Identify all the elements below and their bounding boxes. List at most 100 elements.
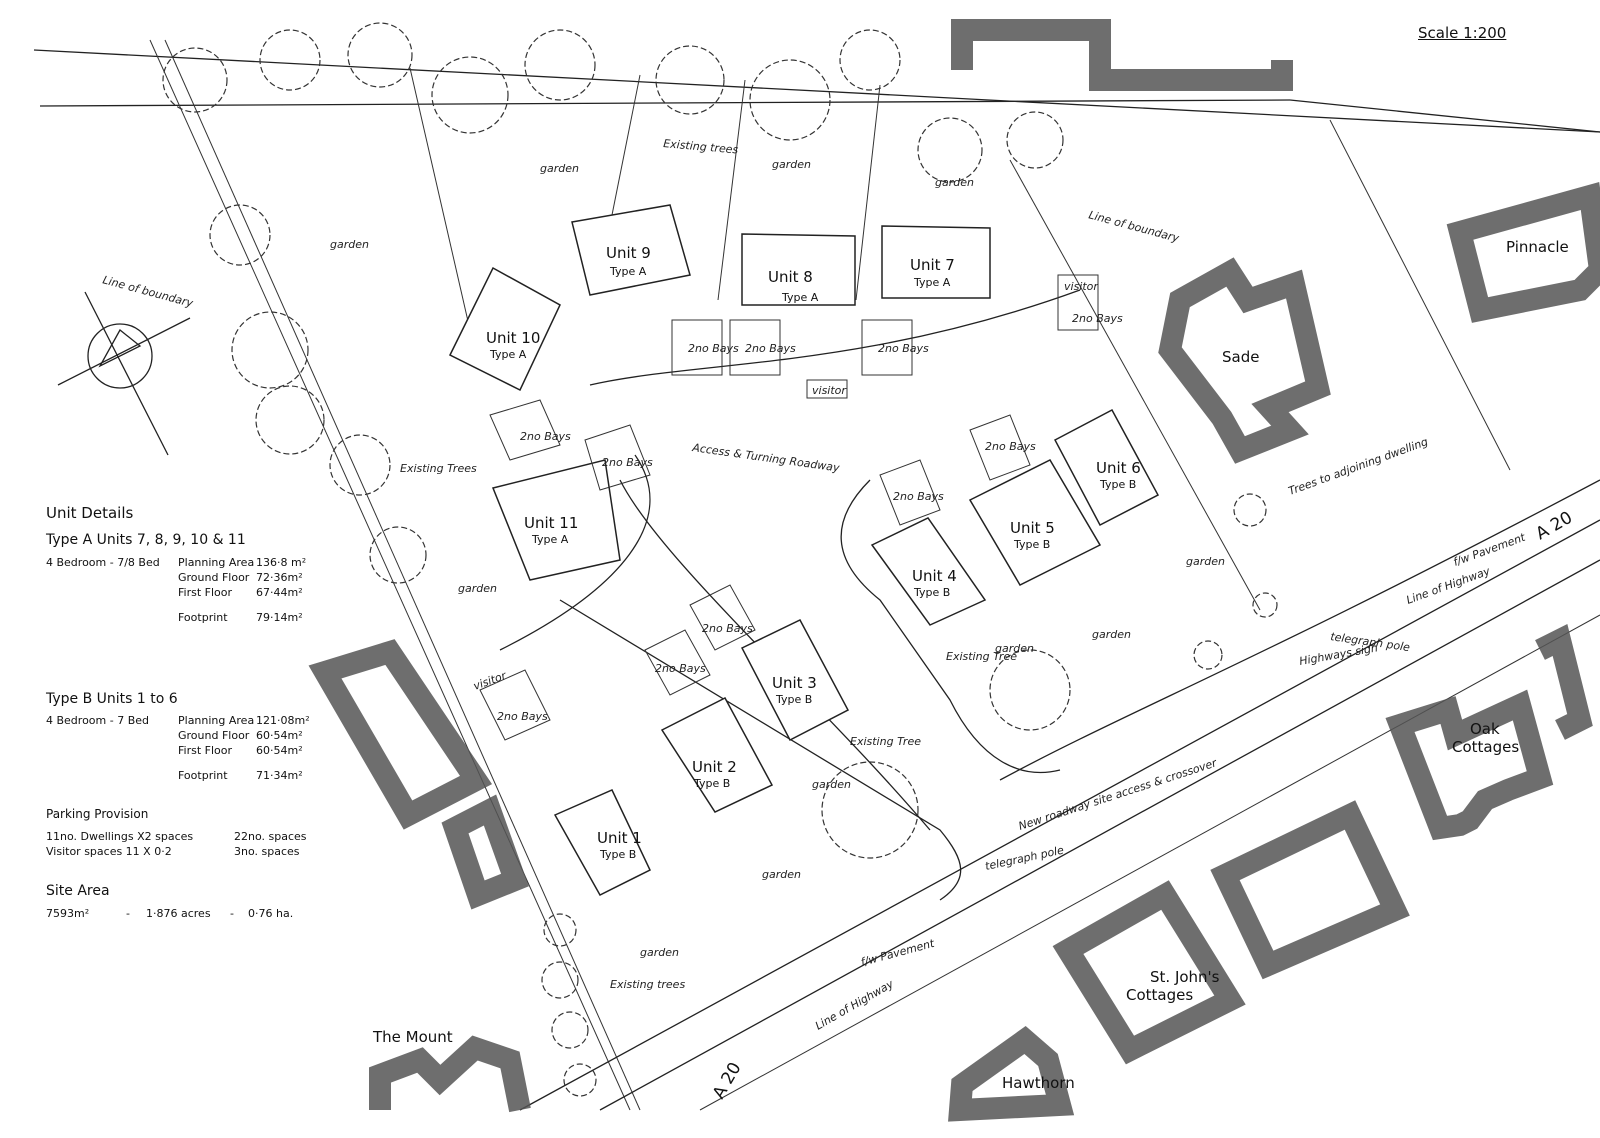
access-roadway xyxy=(499,289,1081,901)
site-boundary xyxy=(33,39,1600,1111)
row-label: Planning Area xyxy=(178,556,255,570)
note-visitor: visitor xyxy=(1064,280,1099,293)
unit-label: Unit 5 xyxy=(1010,519,1055,537)
note-garden: garden xyxy=(935,176,974,189)
type-a-heading: Type A Units 7, 8, 9, 10 & 11 xyxy=(46,532,246,549)
row-value: 60·54m² xyxy=(256,729,303,743)
trees xyxy=(162,22,1278,1097)
note-bays: 2no Bays xyxy=(520,430,571,443)
unit-label: Unit 1 xyxy=(597,829,642,847)
building-label-the-mount: The Mount xyxy=(372,1028,453,1046)
details-row: First Floor 60·54m² xyxy=(46,744,346,759)
note-line-of-boundary: Line of boundary xyxy=(101,273,195,310)
note-highways-sign: Highways sign xyxy=(1298,641,1379,668)
note-bays: 2no Bays xyxy=(655,662,706,675)
site-area-block: Site Area 7593m² - 1·876 acres - 0·76 ha… xyxy=(46,882,346,922)
row-label: Ground Floor xyxy=(178,729,250,743)
unit-label: Unit 3 xyxy=(772,674,817,692)
row-value: 136·8 m² xyxy=(256,556,307,570)
note-bays: 2no Bays xyxy=(602,456,653,469)
note-line-of-boundary: Line of boundary xyxy=(1087,208,1181,245)
parking-block: Parking Provision 11no. Dwellings X2 spa… xyxy=(46,806,346,860)
unit-type: Type A xyxy=(913,276,951,289)
unit-label: Unit 8 xyxy=(768,268,813,286)
unit-label: Unit 9 xyxy=(606,244,651,262)
type-a-block: Type A Units 7, 8, 9, 10 & 11 4 Bedroom … xyxy=(46,531,346,625)
note-garden: garden xyxy=(772,158,811,171)
note-bays: 2no Bays xyxy=(893,490,944,503)
row-label: First Floor xyxy=(178,744,233,758)
details-row: Ground Floor 60·54m² xyxy=(46,729,346,744)
note-bays: 2no Bays xyxy=(688,342,739,355)
note-existing-trees: Existing Trees xyxy=(400,462,477,475)
road-label-a20-bottom: A 20 xyxy=(709,1059,746,1102)
building-label-st-johns-cottages: Cottages xyxy=(1126,986,1193,1004)
note-visitor: visitor xyxy=(472,668,510,692)
row-value: 72·36m² xyxy=(256,570,303,584)
north-arrow xyxy=(57,291,191,456)
details-row: 11no. Dwellings X2 spaces 22no. spaces xyxy=(46,830,346,845)
unit-label: Unit 11 xyxy=(524,514,578,532)
note-bays: 2no Bays xyxy=(702,622,753,635)
unit-type: Type A xyxy=(781,291,819,304)
site-area-ha: 0·76 ha. xyxy=(248,906,294,920)
row-value: 121·08m² xyxy=(256,714,310,728)
details-row: 7593m² - 1·876 acres - 0·76 ha. xyxy=(46,907,346,922)
note-garden: garden xyxy=(540,162,579,175)
unit-type: Type B xyxy=(1099,478,1136,491)
note-existing-trees: Existing trees xyxy=(610,978,685,991)
row-label: 11no. Dwellings X2 spaces xyxy=(46,829,194,843)
note-trees-adjoining: Trees to adjoining dwelling xyxy=(1287,435,1430,498)
unit-label: Unit 7 xyxy=(910,256,955,274)
unit-type: Type B xyxy=(693,777,730,790)
row-value: 67·44m² xyxy=(256,585,303,599)
unit-type: Type A xyxy=(489,348,527,361)
note-garden: garden xyxy=(1186,555,1225,568)
type-b-heading: Type B Units 1 to 6 xyxy=(46,690,178,707)
note-garden: garden xyxy=(1092,628,1131,641)
parking-bays xyxy=(479,274,1099,741)
details-row: 4 Bedroom - 7 Bed Planning Area 121·08m² xyxy=(46,714,346,729)
unit-type: Type B xyxy=(913,586,950,599)
note-fw-pavement: f/w Pavement xyxy=(859,937,936,969)
row-value: 71·34m² xyxy=(256,768,303,782)
note-telegraph-pole: telegraph pole xyxy=(984,844,1065,873)
note-bays: 2no Bays xyxy=(745,342,796,355)
row-label: Visitor spaces 11 X 0·2 xyxy=(46,844,172,858)
building-labels: Pinnacle Sade Oak Cottages St. John's Co… xyxy=(372,238,1569,1092)
note-garden: garden xyxy=(762,868,801,881)
unit-type: Type B xyxy=(775,693,812,706)
site-area-heading: Site Area xyxy=(46,882,110,899)
row-value: 60·54m² xyxy=(256,744,303,758)
unit-label: Unit 6 xyxy=(1096,459,1141,477)
unit-label: Unit 2 xyxy=(692,758,737,776)
unit-type: Type A xyxy=(609,265,647,278)
note-bays: 2no Bays xyxy=(1072,312,1123,325)
scale-label: Scale 1:200 xyxy=(1418,24,1507,42)
details-row: 4 Bedroom - 7/8 Bed Planning Area 136·8 … xyxy=(46,556,346,571)
row-label: First Floor xyxy=(178,585,233,599)
row-label: Ground Floor xyxy=(178,570,250,584)
bedroom-text: 4 Bedroom - 7/8 Bed xyxy=(46,556,160,570)
row-value: 22no. spaces xyxy=(234,829,307,843)
note-garden: garden xyxy=(640,946,679,959)
road-label-access: Access & Turning Roadway xyxy=(691,441,841,475)
details-row: Footprint 79·14m² xyxy=(46,611,346,626)
note-existing-trees: Existing trees xyxy=(663,137,739,157)
site-area-acres: 1·876 acres xyxy=(146,906,211,920)
note-garden: garden xyxy=(812,778,851,791)
building-label-oak-cottages: Cottages xyxy=(1452,738,1519,756)
note-garden: garden xyxy=(330,238,369,251)
note-bays: 2no Bays xyxy=(878,342,929,355)
unit-type: Type B xyxy=(1013,538,1050,551)
unit-details-title: Unit Details xyxy=(46,504,134,522)
row-value: 79·14m² xyxy=(256,610,303,624)
note-bays: 2no Bays xyxy=(497,710,548,723)
road-a20 xyxy=(519,479,1600,1111)
unit-type: Type A xyxy=(531,533,569,546)
note-garden: garden xyxy=(995,642,1034,655)
unit-type: Type B xyxy=(599,848,636,861)
details-row: Visitor spaces 11 X 0·2 3no. spaces xyxy=(46,845,346,860)
details-row: First Floor 67·44m² xyxy=(46,586,346,601)
